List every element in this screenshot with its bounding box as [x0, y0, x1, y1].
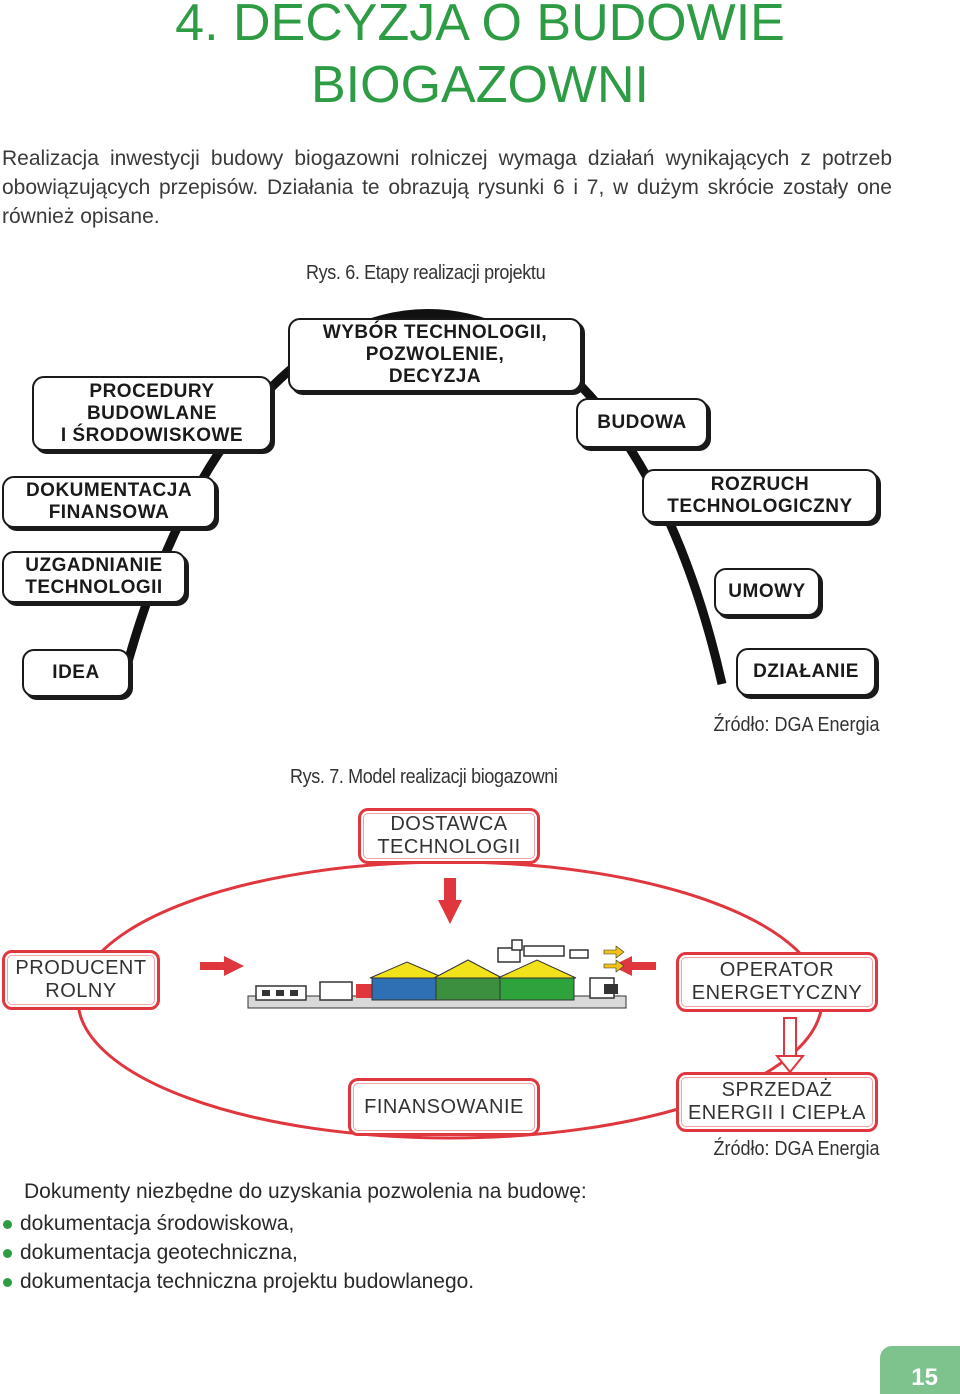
- page-number-tab: 15: [880, 1346, 960, 1394]
- stage-dokumentacja-finansowa: DOKUMENTACJA FINANSOWA: [2, 476, 216, 528]
- figure-6-caption: Rys. 6. Etapy realizacji projektu: [306, 262, 546, 284]
- stage-idea: IDEA: [22, 649, 130, 697]
- figure-6-source: Źródło: DGA Energia: [713, 714, 880, 736]
- figure-7-source: Źródło: DGA Energia: [713, 1138, 880, 1160]
- documents-list-item: dokumentacja geotechniczna,: [0, 1238, 474, 1267]
- bullet-icon: [3, 1249, 12, 1258]
- documents-list-item-text: dokumentacja techniczna projektu budowla…: [20, 1270, 475, 1293]
- page-title-line-2: BIOGAZOWNI: [311, 56, 649, 114]
- stage-wybor-technologii: WYBÓR TECHNOLOGII, POZWOLENIE, DECYZJA: [288, 318, 582, 392]
- page-title: 4. DECYZJA O BUDOWIE BIOGAZOWNI: [0, 0, 960, 116]
- bullet-icon: [3, 1220, 12, 1229]
- actor-finansowanie: FINANSOWANIE: [348, 1078, 540, 1136]
- documents-list-item: dokumentacja środowiskowa,: [0, 1209, 474, 1238]
- actor-operator-energetyczny: OPERATOR ENERGETYCZNY: [676, 952, 878, 1012]
- figure-7-caption: Rys. 7. Model realizacji biogazowni: [290, 766, 558, 788]
- page-number: 15: [911, 1364, 938, 1391]
- supplier-down-arrow: [438, 878, 462, 924]
- actor-producent-rolny: PRODUCENT ROLNY: [2, 950, 160, 1010]
- actor-dostawca-technologii: DOSTAWCA TECHNOLOGII: [358, 808, 540, 864]
- stage-rozruch-technologiczny: ROZRUCH TECHNOLOGICZNY: [642, 469, 878, 523]
- documents-list: dokumentacja środowiskowa, dokumentacja …: [0, 1209, 474, 1296]
- page-title-line-1: 4. DECYZJA O BUDOWIE: [175, 0, 785, 52]
- operator-left-arrow: [612, 956, 656, 976]
- stage-procedury-budowlane: PROCEDURY BUDOWLANE I ŚRODOWISKOWE: [32, 376, 272, 451]
- producer-right-arrow: [200, 956, 244, 976]
- documents-list-item-text: dokumentacja geotechniczna,: [20, 1241, 298, 1264]
- stage-umowy: UMOWY: [714, 568, 820, 616]
- stage-dzialanie: DZIAŁANIE: [736, 648, 876, 696]
- documents-intro: Dokumenty niezbędne do uzyskania pozwole…: [24, 1180, 587, 1203]
- documents-list-item-text: dokumentacja środowiskowa,: [20, 1212, 295, 1235]
- intro-paragraph: Realizacja inwestycji budowy biogazowni …: [2, 147, 892, 228]
- biogas-plant-illustration: [247, 939, 627, 1009]
- documents-list-item: dokumentacja techniczna projektu budowla…: [0, 1267, 474, 1296]
- operator-to-sales-arrow: [774, 1017, 806, 1074]
- actor-sprzedaz-energii: SPRZEDAŻ ENERGII I CIEPŁA: [676, 1072, 878, 1132]
- stage-uzgadnianie-technologii: UZGADNIANIE TECHNOLOGII: [2, 551, 186, 603]
- stage-budowa: BUDOWA: [576, 398, 708, 448]
- bullet-icon: [3, 1278, 12, 1287]
